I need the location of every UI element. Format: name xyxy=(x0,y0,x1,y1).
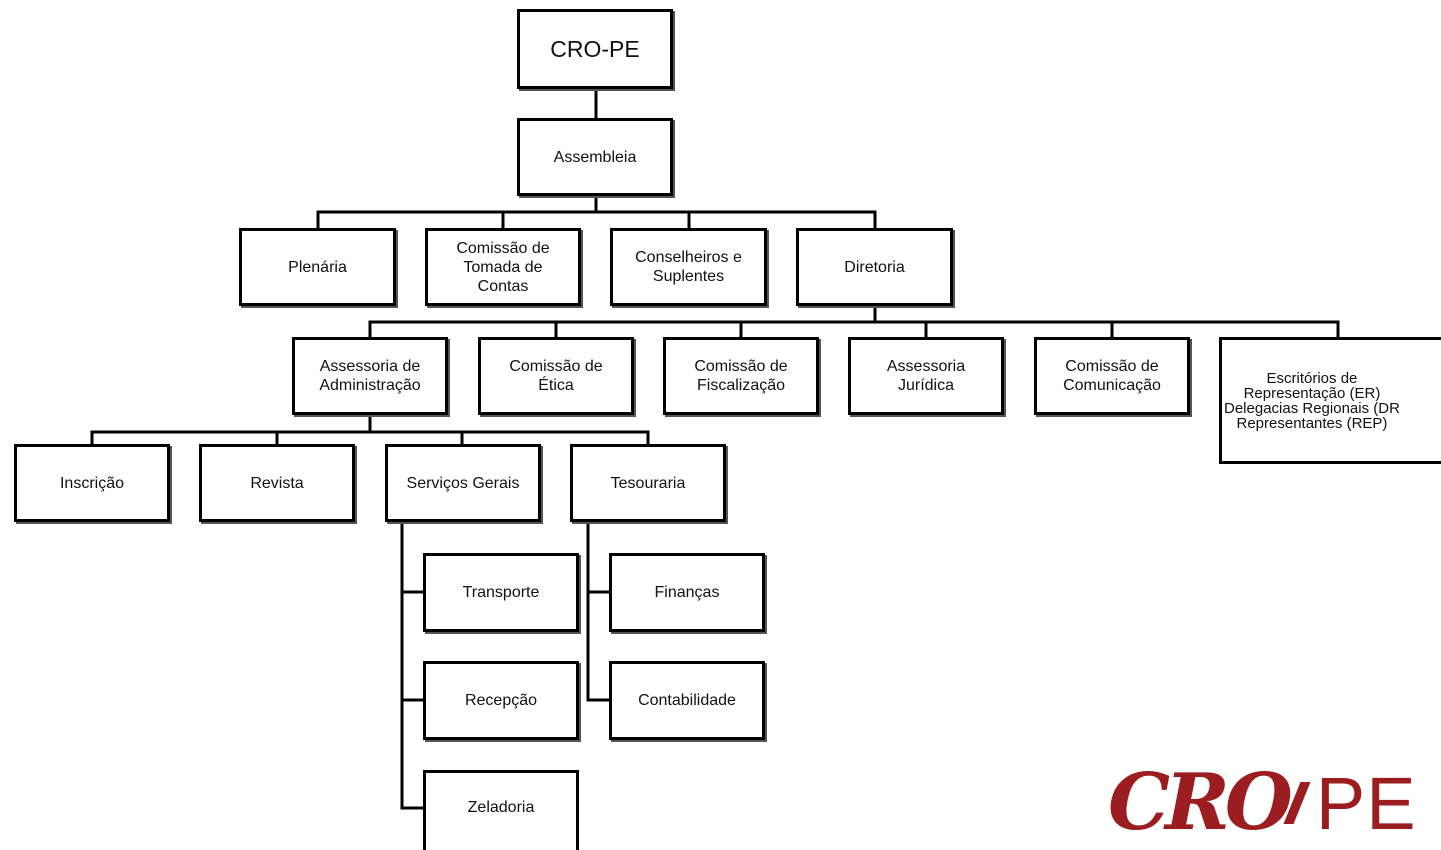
node-transporte: Transporte xyxy=(423,553,579,632)
node-conselheiros-e-suplentes: Conselheiros e Suplentes xyxy=(610,228,767,306)
node-inscricao: Inscrição xyxy=(14,444,170,522)
node-label: Transporte xyxy=(462,584,540,601)
node-label: Assembleia xyxy=(553,148,637,166)
node-label: Comissão de Fiscalização xyxy=(694,358,788,394)
node-label: Finanças xyxy=(654,584,720,601)
node-comissao-de-etica: Comissão de Ética xyxy=(478,337,634,415)
node-label: Revista xyxy=(250,474,304,492)
node-contabilidade: Contabilidade xyxy=(609,661,765,740)
node-recepcao: Recepção xyxy=(423,661,579,740)
node-label: Serviços Gerais xyxy=(406,474,520,492)
node-label: Assessoria Jurídica xyxy=(886,358,966,394)
logo-suffix: PE xyxy=(1315,762,1417,845)
node-financas: Finanças xyxy=(609,553,765,632)
node-label: Inscrição xyxy=(59,474,125,492)
node-label: Conselheiros e Suplentes xyxy=(635,249,742,285)
node-label: CRO-PE xyxy=(550,36,640,62)
node-label: Contabilidade xyxy=(638,692,736,709)
node-label: Assessoria de Administração xyxy=(319,358,421,394)
node-assembleia: Assembleia xyxy=(517,118,673,196)
node-assessoria-de-administracao: Assessoria de Administração xyxy=(292,337,448,415)
node-comissao-de-comunicacao: Comissão de Comunicação xyxy=(1034,337,1190,415)
node-label: Escritórios de Representação (ER) Delega… xyxy=(1224,369,1400,432)
node-plenaria: Plenária xyxy=(239,228,396,306)
node-assessoria-juridica: Assessoria Jurídica xyxy=(848,337,1004,415)
node-label: Comissão de Tomada de Contas xyxy=(456,239,550,295)
node-revista: Revista xyxy=(199,444,355,522)
node-zeladoria: Zeladoria xyxy=(423,770,579,850)
node-cro-pe: CRO-PE xyxy=(517,9,673,89)
node-label: Recepção xyxy=(464,692,538,709)
logo-mark: CRO xyxy=(1108,760,1293,846)
node-label: Comissão de Ética xyxy=(509,358,603,394)
node-label: Tesouraria xyxy=(610,474,686,492)
node-label: Comissão de Comunicação xyxy=(1063,358,1161,394)
node-label: Plenária xyxy=(288,258,347,276)
cro-pe-logo: CRO PE xyxy=(1108,760,1438,846)
node-comissao-tomada-de-contas: Comissão de Tomada de Contas xyxy=(425,228,581,306)
node-servicos-gerais: Serviços Gerais xyxy=(385,444,541,522)
node-label: Diretoria xyxy=(844,258,905,276)
node-escritorios-de-representacao: Escritórios de Representação (ER) Delega… xyxy=(1219,337,1441,464)
node-diretoria: Diretoria xyxy=(796,228,953,306)
node-comissao-de-fiscalizacao: Comissão de Fiscalização xyxy=(663,337,819,415)
node-label: Zeladoria xyxy=(467,799,535,816)
node-tesouraria: Tesouraria xyxy=(570,444,726,522)
